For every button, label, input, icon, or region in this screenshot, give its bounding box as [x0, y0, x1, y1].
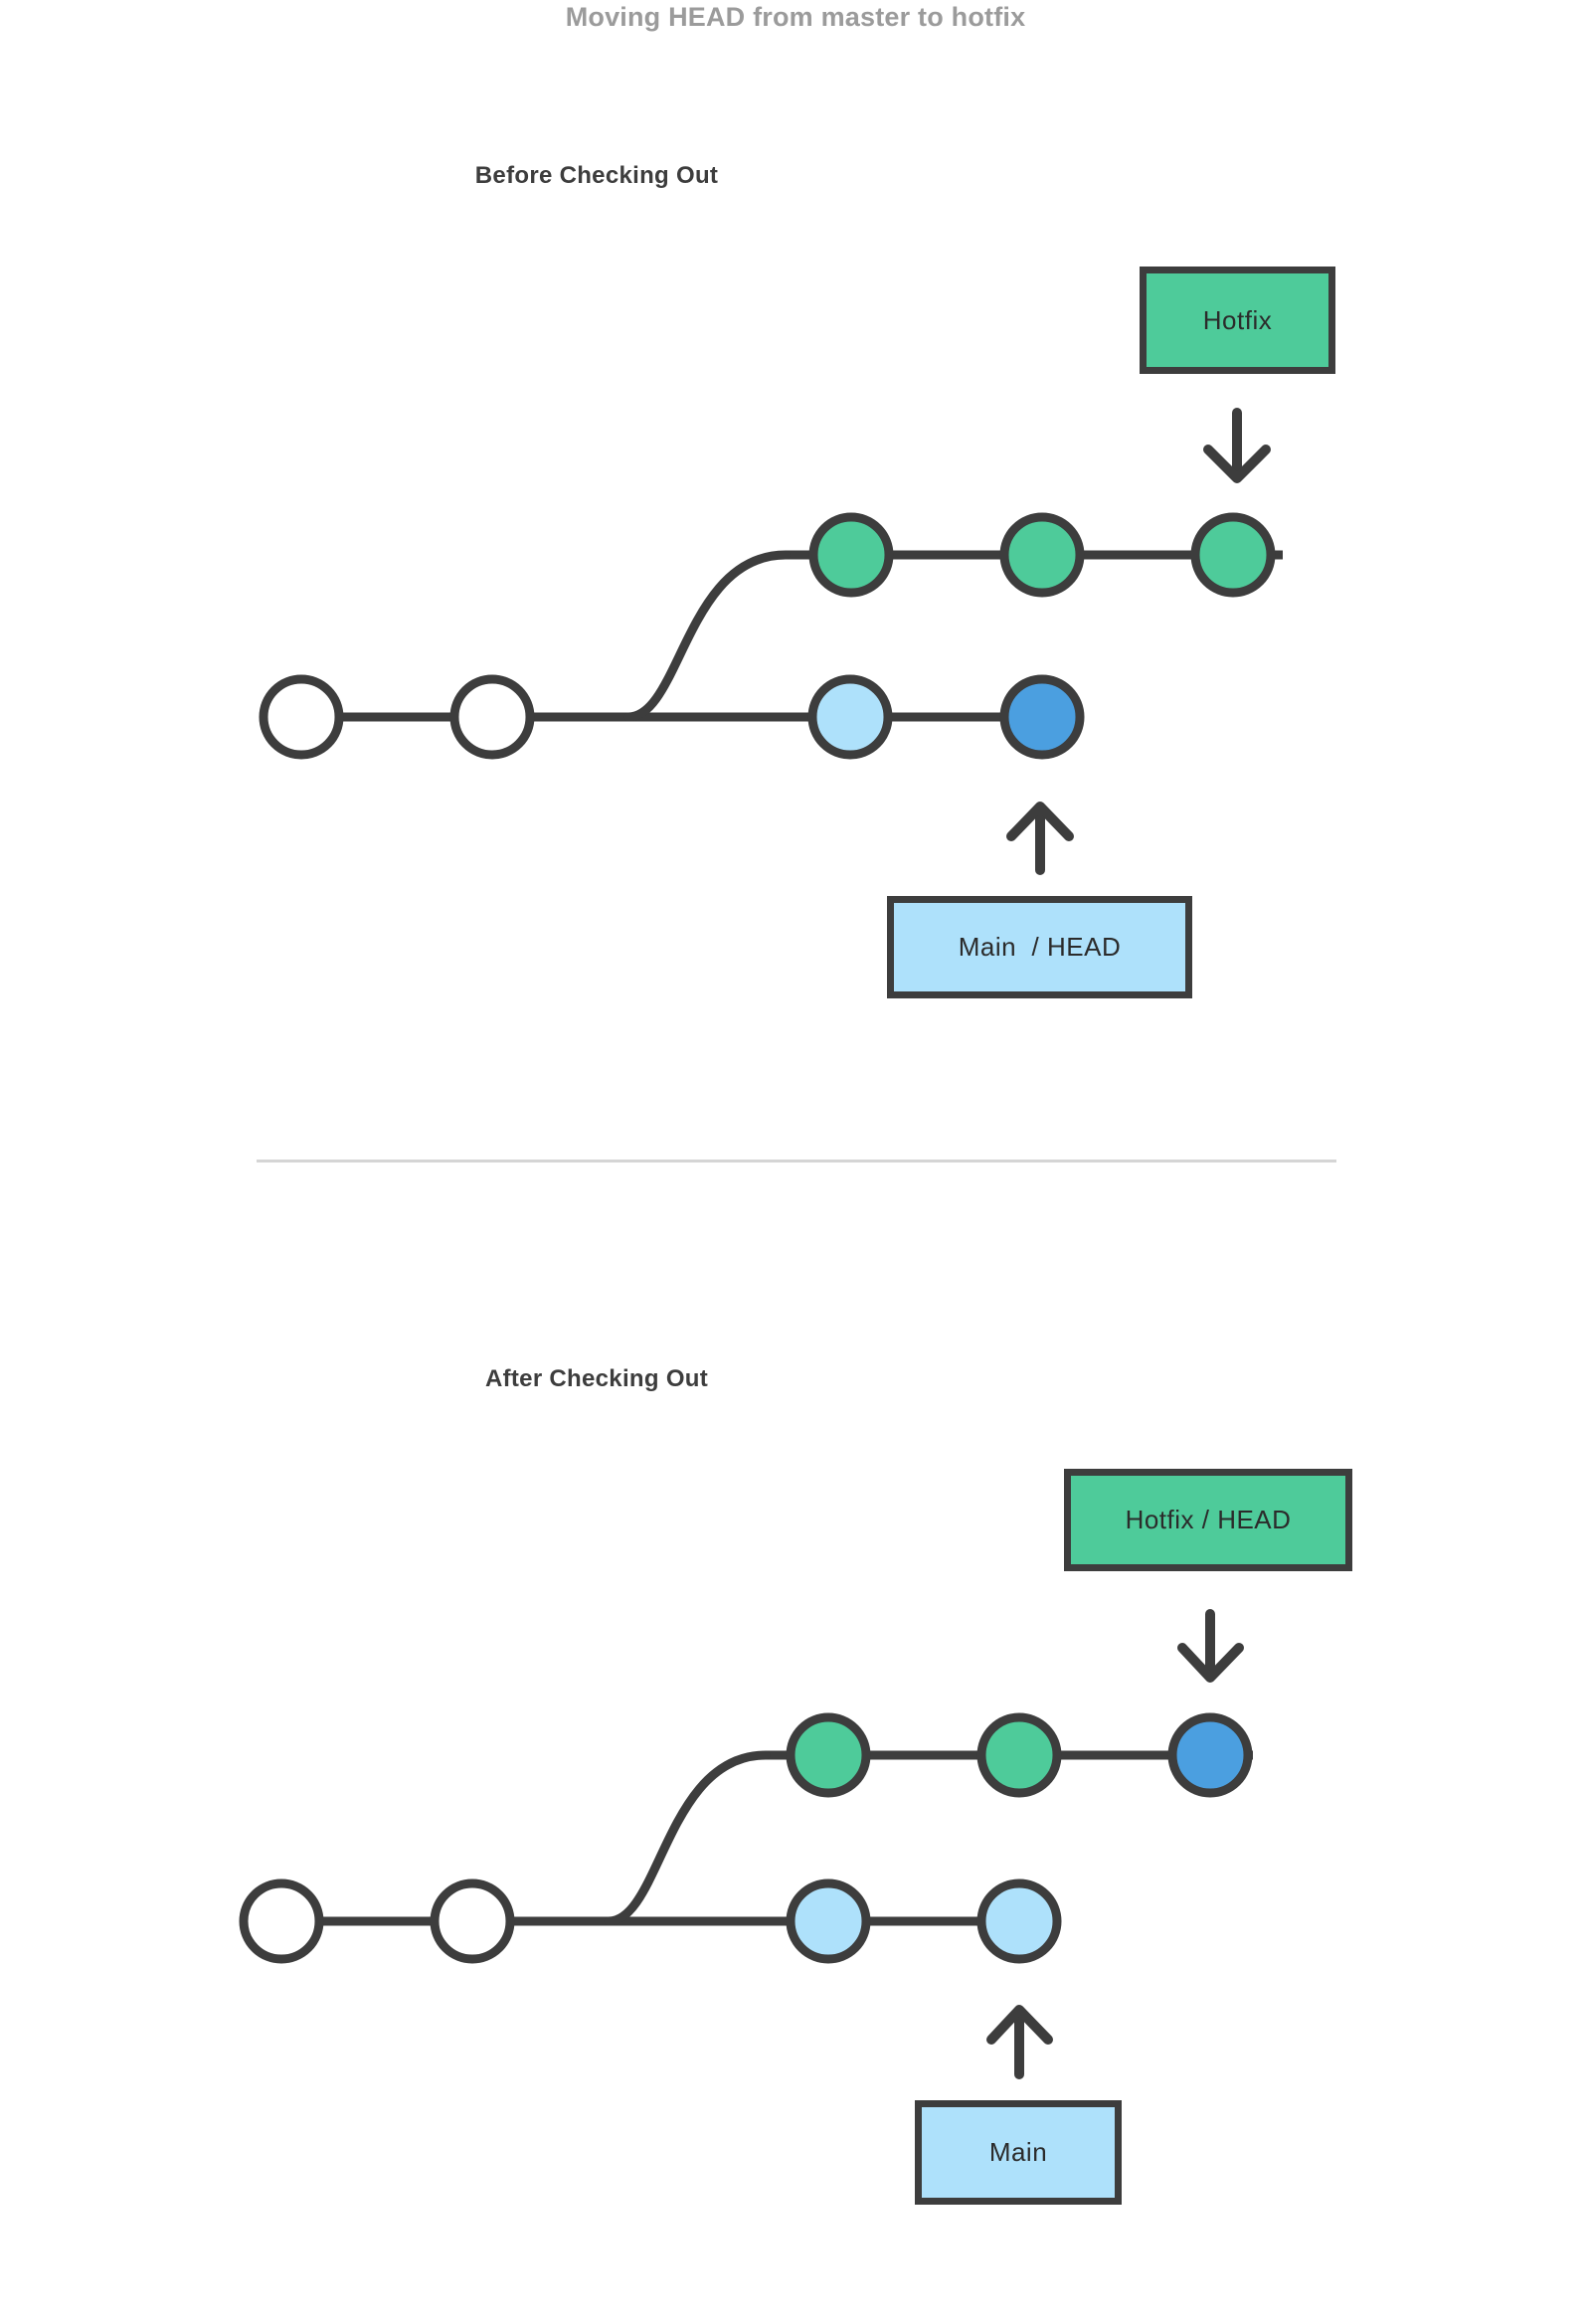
commit-node-main-4-head-before — [999, 674, 1085, 760]
commit-node-main-2-before — [449, 674, 535, 760]
label-box-hotfix-head[interactable]: Hotfix / HEAD — [1064, 1469, 1352, 1571]
section-heading-after: After Checking Out — [484, 1365, 709, 1392]
page-title: Moving HEAD from master to hotfix — [565, 2, 1026, 32]
label-box-main[interactable]: Main — [915, 2100, 1122, 2205]
branch-curve-after — [604, 1750, 771, 1926]
main-head-up-arrow-icon — [1006, 802, 1074, 875]
commit-node-main-3-before — [807, 674, 893, 760]
commit-node-hotfix-3-before — [1190, 512, 1276, 598]
hotfix-down-arrow-icon — [1203, 408, 1271, 483]
commit-node-hotfix-2-after — [976, 1712, 1062, 1798]
commit-node-hotfix-3-head-after — [1167, 1712, 1253, 1798]
commit-node-main-2-after — [430, 1878, 515, 1964]
commit-node-hotfix-1-after — [786, 1712, 871, 1798]
commit-node-hotfix-1-before — [808, 512, 894, 598]
commit-node-main-1-before — [259, 674, 344, 760]
main-up-arrow-icon — [986, 2005, 1053, 2079]
label-box-main-head[interactable]: Main / HEAD — [887, 896, 1192, 998]
section-heading-before: Before Checking Out — [474, 162, 719, 189]
commit-node-main-1-after — [239, 1878, 324, 1964]
hotfix-head-down-arrow-icon — [1177, 1609, 1244, 1683]
section-divider — [257, 1160, 1336, 1162]
commit-node-hotfix-2-before — [999, 512, 1085, 598]
commit-node-main-4-after — [976, 1878, 1062, 1964]
branch-curve-before — [623, 550, 791, 722]
label-box-hotfix[interactable]: Hotfix — [1140, 267, 1335, 374]
commit-node-main-3-after — [786, 1878, 871, 1964]
